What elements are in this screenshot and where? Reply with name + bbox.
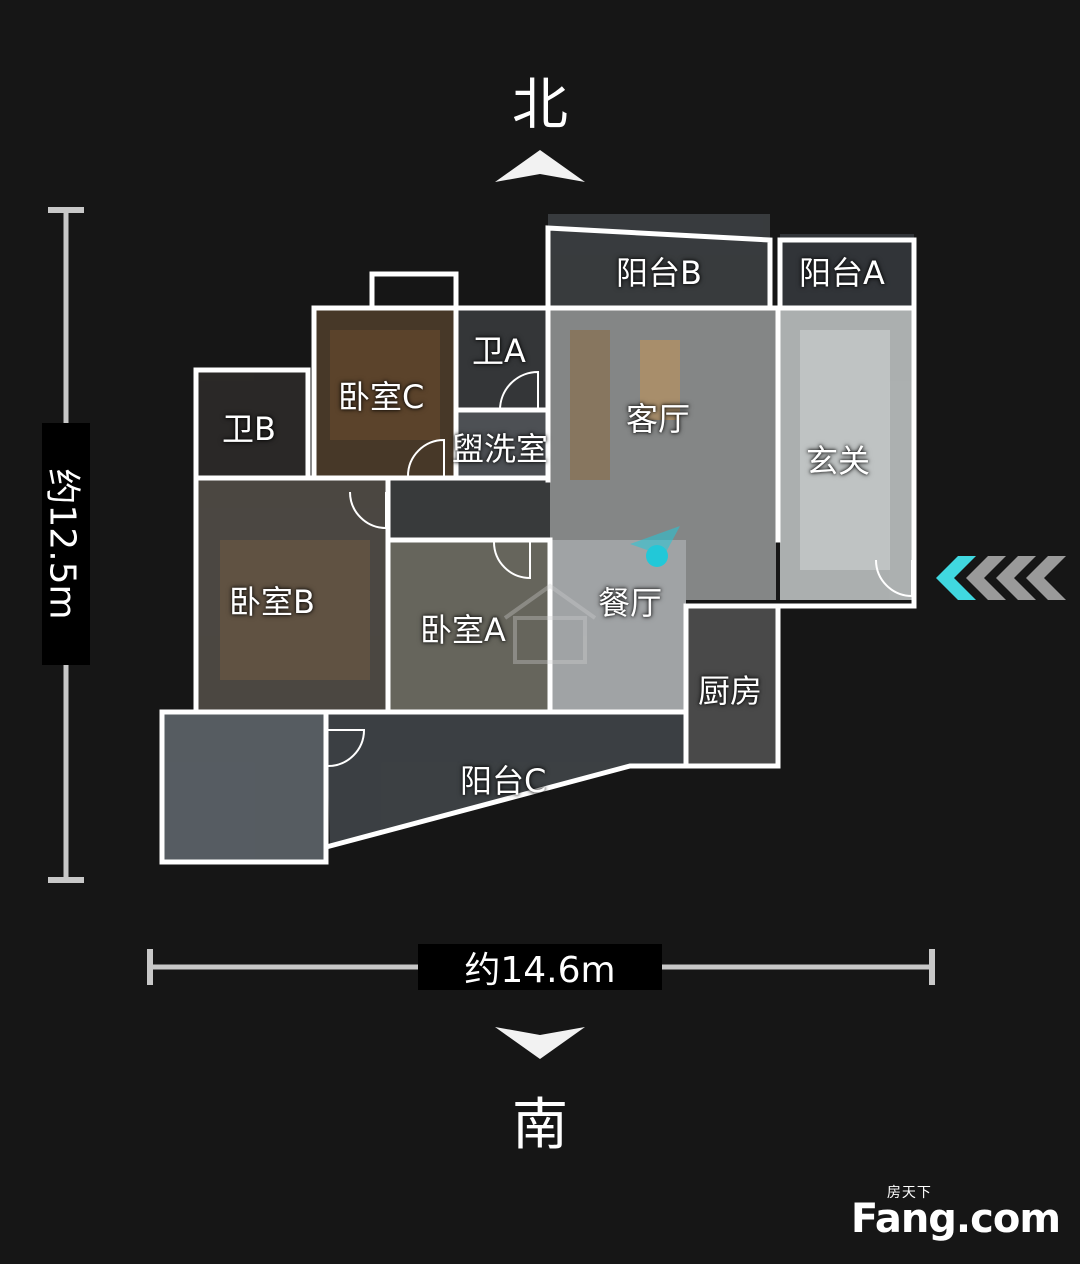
fang-logo-subtitle: 房天下 bbox=[886, 1185, 932, 1201]
room-label-bath-a: 卫A bbox=[472, 332, 526, 370]
room-label-balcony-a: 阳台A bbox=[799, 254, 885, 292]
south-arrow-icon bbox=[495, 1027, 585, 1059]
room-label-bath-b: 卫B bbox=[222, 410, 276, 448]
height-dimension-box: 约12.5m bbox=[42, 423, 90, 665]
room-label-living: 客厅 bbox=[626, 400, 691, 438]
room-label-balcony-c: 阳台C bbox=[460, 762, 547, 800]
room-label-entrance: 玄关 bbox=[806, 442, 871, 480]
north-arrow-icon bbox=[495, 150, 585, 182]
position-marker bbox=[646, 545, 668, 567]
room-label-balcony-b: 阳台B bbox=[616, 254, 702, 292]
width-dimension-label: 约14.6m bbox=[418, 944, 662, 991]
fang-logo-text: Fang.com bbox=[850, 1196, 1061, 1242]
room-label-bedroom-b: 卧室B bbox=[229, 583, 315, 621]
room-label-dining: 餐厅 bbox=[598, 584, 663, 622]
entrance-arrow-icon bbox=[936, 556, 1066, 600]
room-label-bedroom-c: 卧室C bbox=[338, 378, 425, 416]
north-label: 北 bbox=[512, 73, 568, 138]
room-label-bedroom-a: 卧室A bbox=[420, 611, 506, 649]
room-label-kitchen: 厨房 bbox=[698, 672, 763, 710]
room-label-washroom: 盥洗室 bbox=[452, 430, 549, 468]
fang-logo: 房天下 Fang.com bbox=[850, 1185, 1061, 1242]
south-label: 南 bbox=[512, 1093, 568, 1158]
